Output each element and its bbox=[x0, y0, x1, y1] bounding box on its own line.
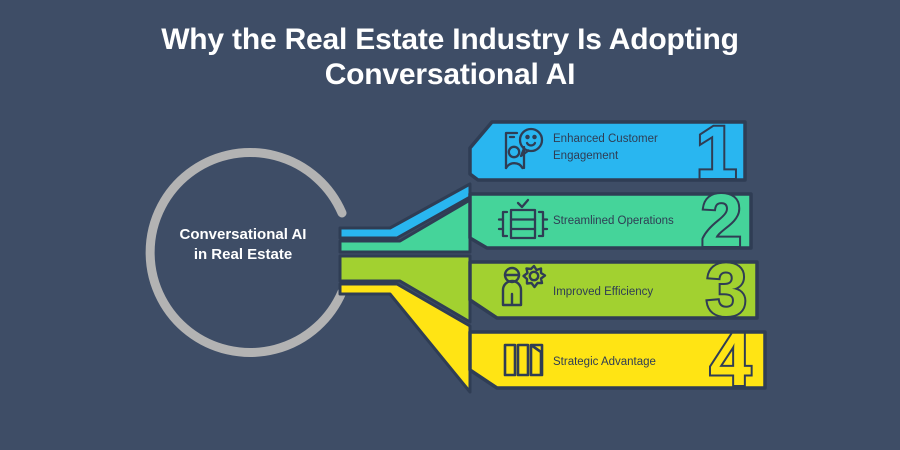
banner-3[interactable]: 3 bbox=[468, 246, 759, 333]
page-title: Why the Real Estate Industry Is Adopting… bbox=[0, 22, 900, 93]
banner-4-label-line-1: Strategic Advantage bbox=[553, 356, 656, 368]
banner-4-number: 4 bbox=[710, 318, 751, 401]
person-gear-icon bbox=[501, 264, 547, 307]
hub-ring-arc bbox=[145, 148, 347, 357]
banner-2-label-line-1: Streamlined Operations bbox=[553, 215, 674, 227]
workflow-check-icon bbox=[497, 198, 549, 240]
banner-3-label: Improved Efficiency bbox=[553, 284, 733, 301]
banner-3-number: 3 bbox=[706, 248, 747, 331]
ribbon-4 bbox=[338, 282, 472, 394]
ribbon-4-shape bbox=[338, 282, 472, 394]
banner-1-number: 1 bbox=[696, 111, 737, 194]
ribbon-3 bbox=[338, 254, 472, 324]
banner-4-shape bbox=[468, 330, 767, 390]
ribbon-3-shape bbox=[338, 254, 472, 324]
hub-ring bbox=[145, 148, 347, 357]
banner-2-number: 2 bbox=[701, 179, 742, 262]
banner-1-label-line-2: Engagement bbox=[553, 149, 619, 162]
banner-3-shape bbox=[468, 260, 759, 320]
banner-2-shape bbox=[468, 192, 753, 250]
banner-1[interactable]: 1 bbox=[468, 109, 747, 196]
page-title-line-2: Conversational AI bbox=[324, 58, 576, 92]
banner-4[interactable]: 4 bbox=[468, 316, 767, 403]
banner-2-label: Streamlined Operations bbox=[553, 213, 733, 230]
banner-4-label: Strategic Advantage bbox=[553, 354, 733, 371]
banner-1-label-line-1: Enhanced Customer bbox=[553, 133, 658, 145]
page-title-line-1: Why the Real Estate Industry Is Adopting bbox=[161, 23, 739, 56]
banner-1-shape bbox=[468, 120, 747, 182]
banner-1-label: Enhanced Customer Engagement bbox=[553, 131, 733, 164]
banner-2[interactable]: 2 bbox=[468, 177, 753, 264]
bar-chart-icon bbox=[503, 343, 544, 377]
banner-3-label-line-1: Improved Efficiency bbox=[553, 286, 654, 298]
person-speech-bubble-icon bbox=[504, 127, 544, 170]
